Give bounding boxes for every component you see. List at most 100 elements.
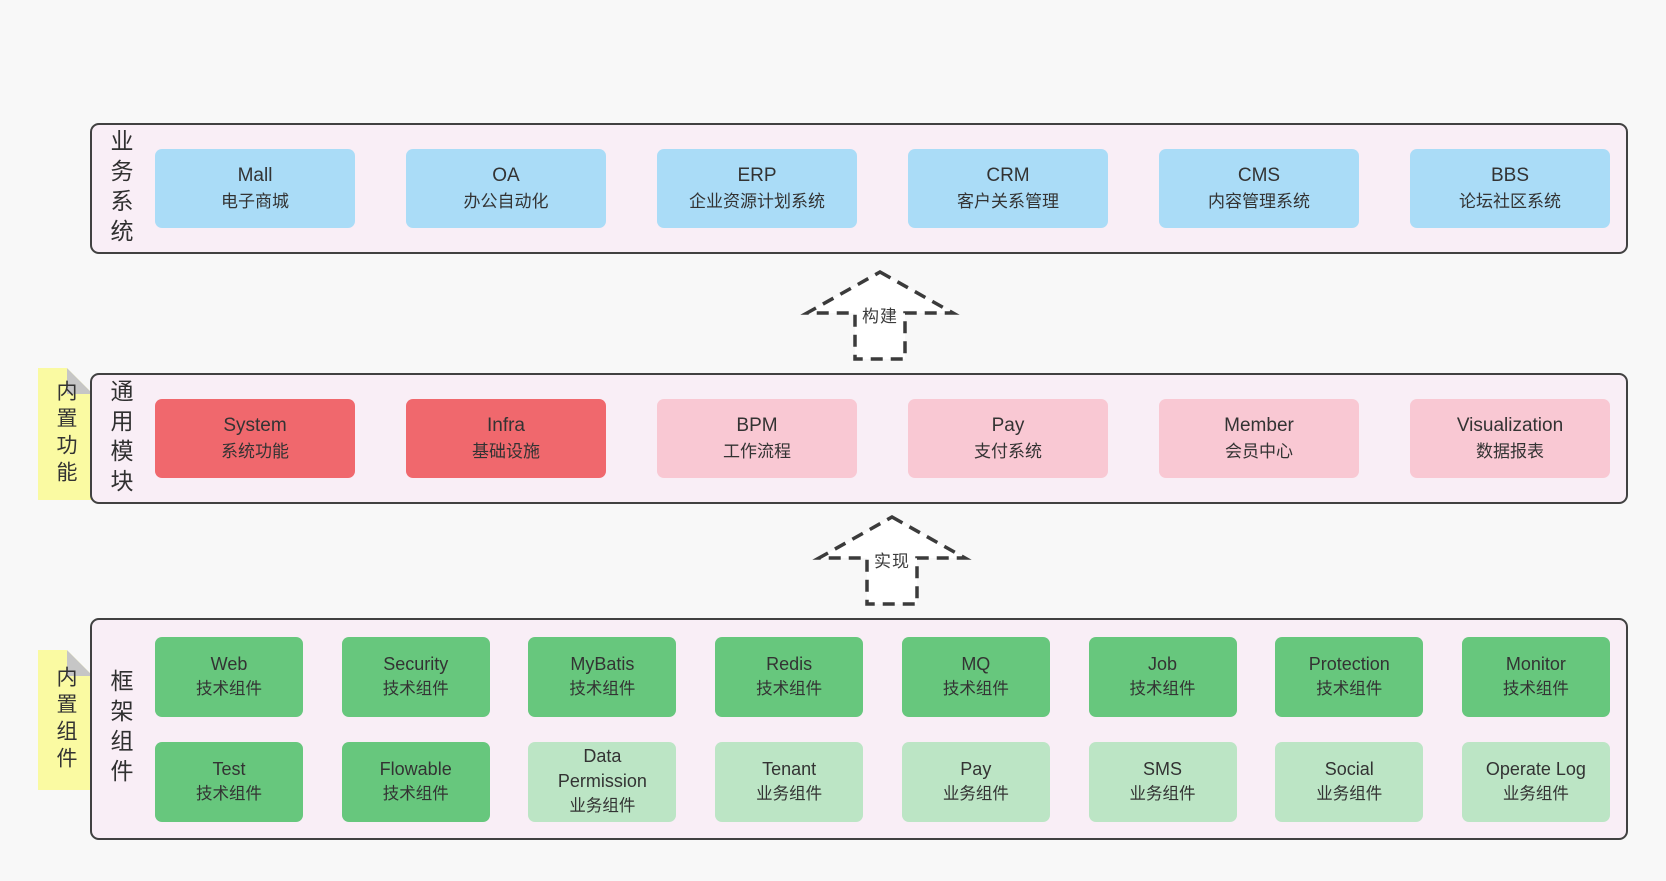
box-social: Social 业务组件 — [1275, 741, 1424, 822]
layer-label-modules: 通用模块 — [107, 378, 133, 499]
box-name: BPM — [736, 414, 778, 436]
layer-business-systems: 业务系统 Mall 电子商城 OA 办公自动化 ERP 企业资源计划系统 CRM… — [90, 123, 1628, 254]
box-name: Social — [1324, 758, 1374, 779]
box-desc: 业务组件 — [1316, 784, 1383, 803]
framework-box-grid: Web 技术组件 Security 技术组件 MyBatis 技术组件 Redi… — [131, 636, 1626, 822]
box-crm: CRM 客户关系管理 — [908, 149, 1108, 228]
box-member: Member 会员中心 — [1159, 399, 1359, 478]
box-desc: 业务组件 — [1502, 784, 1569, 803]
box-desc: 企业资源计划系统 — [689, 191, 825, 211]
box-desc: 系统功能 — [221, 441, 289, 461]
box-pay: Pay 支付系统 — [908, 399, 1108, 478]
box-name: MQ — [961, 653, 991, 674]
box-name: Security — [383, 653, 449, 674]
box-desc: 业务组件 — [942, 784, 1009, 803]
box-operate-log: Operate Log 业务组件 — [1461, 741, 1610, 822]
box-name: BBS — [1490, 164, 1530, 186]
box-name: Monitor — [1505, 653, 1566, 674]
box-system: System 系统功能 — [155, 399, 355, 478]
box-desc: 技术组件 — [196, 679, 262, 698]
box-name: Visualization — [1456, 414, 1564, 436]
sticky-label: 内置组件 — [54, 666, 77, 774]
box-name: Web — [210, 653, 248, 674]
box-desc: 技术组件 — [1129, 679, 1196, 698]
box-mq: MQ 技术组件 — [901, 636, 1050, 717]
box-desc: 会员中心 — [1225, 441, 1293, 461]
box-desc: 技术组件 — [1502, 679, 1569, 698]
sticky-label: 内置功能 — [54, 380, 77, 488]
framework-row-2: Test 技术组件 Flowable 技术组件 Data Permission … — [155, 741, 1610, 822]
box-flowable: Flowable 技术组件 — [341, 741, 490, 822]
box-desc: 业务组件 — [569, 797, 636, 815]
box-name: Job — [1148, 653, 1178, 674]
box-desc: 业务组件 — [1129, 784, 1196, 803]
box-name: ERP — [737, 164, 777, 186]
box-name: Operate Log — [1485, 758, 1586, 779]
box-redis: Redis 技术组件 — [715, 636, 864, 717]
box-desc: 工作流程 — [723, 441, 791, 461]
box-monitor: Monitor 技术组件 — [1461, 636, 1610, 717]
box-pay-biz: Pay 业务组件 — [901, 741, 1050, 822]
box-tenant: Tenant 业务组件 — [715, 741, 864, 822]
box-erp: ERP 企业资源计划系统 — [657, 149, 857, 228]
box-name: Flowable — [379, 758, 452, 779]
box-name: Test — [212, 758, 246, 779]
box-desc: 技术组件 — [1316, 679, 1383, 698]
box-name: Infra — [486, 414, 526, 436]
box-name: SMS — [1143, 758, 1183, 779]
box-infra: Infra 基础设施 — [406, 399, 606, 478]
box-desc: 基础设施 — [472, 441, 540, 461]
box-desc: 技术组件 — [569, 679, 636, 698]
box-cms: CMS 内容管理系统 — [1159, 149, 1359, 228]
arrow-build-label: 构建 — [862, 307, 898, 326]
box-mybatis: MyBatis 技术组件 — [528, 636, 677, 717]
box-desc: 内容管理系统 — [1208, 191, 1310, 211]
box-name: Protection — [1308, 653, 1390, 674]
box-name: CMS — [1237, 164, 1281, 186]
box-desc: 论坛社区系统 — [1459, 191, 1561, 211]
module-box-row: System 系统功能 Infra 基础设施 BPM 工作流程 Pay 支付系统… — [131, 399, 1626, 478]
box-desc: 数据报表 — [1476, 441, 1544, 461]
layer-label-business: 业务系统 — [107, 128, 133, 249]
box-desc: 支付系统 — [974, 441, 1042, 461]
box-mall: Mall 电子商城 — [155, 149, 355, 228]
box-data-permission: Data Permission 业务组件 — [528, 741, 677, 822]
box-name: Redis — [766, 653, 813, 674]
box-name: Mall — [237, 164, 273, 186]
arrow-implement-label: 实现 — [874, 552, 910, 571]
box-bpm: BPM 工作流程 — [657, 399, 857, 478]
box-desc: 技术组件 — [196, 784, 262, 803]
box-sms: SMS 业务组件 — [1088, 741, 1237, 822]
arrow-build-icon: 构建 — [800, 266, 960, 362]
business-box-row: Mall 电子商城 OA 办公自动化 ERP 企业资源计划系统 CRM 客户关系… — [131, 149, 1626, 228]
layer-common-modules: 通用模块 System 系统功能 Infra 基础设施 BPM 工作流程 Pay… — [90, 373, 1628, 504]
box-name: Data Permission — [557, 746, 647, 791]
box-desc: 电子商城 — [221, 191, 289, 211]
box-name: OA — [492, 164, 520, 186]
box-oa: OA 办公自动化 — [406, 149, 606, 228]
box-visualization: Visualization 数据报表 — [1410, 399, 1610, 478]
box-name: Pay — [960, 758, 992, 779]
box-name: CRM — [986, 164, 1030, 186]
box-desc: 技术组件 — [382, 784, 449, 803]
box-desc: 技术组件 — [756, 679, 823, 698]
box-desc: 客户关系管理 — [957, 191, 1059, 211]
box-name: Pay — [991, 414, 1025, 436]
arrow-implement-icon: 实现 — [812, 511, 972, 607]
framework-row-1: Web 技术组件 Security 技术组件 MyBatis 技术组件 Redi… — [155, 636, 1610, 717]
box-desc: 办公自动化 — [463, 191, 549, 211]
box-name: Member — [1224, 414, 1294, 436]
box-protection: Protection 技术组件 — [1275, 636, 1424, 717]
box-name: System — [223, 414, 287, 436]
box-test: Test 技术组件 — [155, 741, 303, 822]
box-name: MyBatis — [570, 653, 635, 674]
box-name: Tenant — [762, 758, 817, 779]
box-bbs: BBS 论坛社区系统 — [1410, 149, 1610, 228]
layer-label-framework: 框架组件 — [107, 669, 133, 789]
sticky-note-builtin-components: 内置组件 — [38, 650, 93, 790]
sticky-note-builtin-features: 内置功能 — [38, 368, 93, 500]
box-desc: 业务组件 — [756, 784, 823, 803]
box-desc: 技术组件 — [382, 679, 449, 698]
box-web: Web 技术组件 — [155, 636, 303, 717]
box-desc: 技术组件 — [942, 679, 1009, 698]
